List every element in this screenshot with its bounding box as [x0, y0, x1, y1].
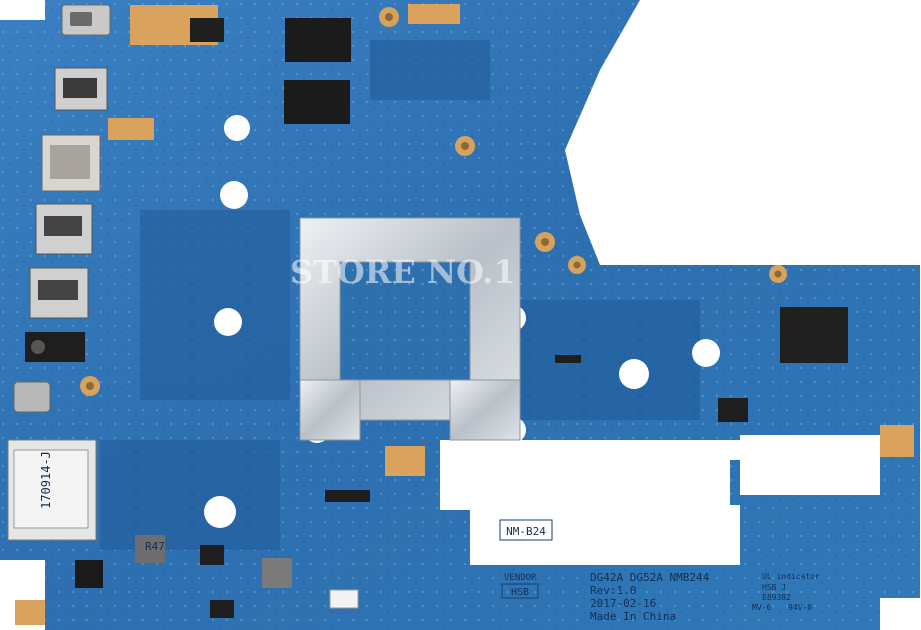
ul-mark: HSB J [762, 583, 786, 592]
ul-indicator: UL indicator [762, 572, 820, 581]
board-cutout [440, 435, 880, 565]
vendor-label: VENDOR [504, 573, 537, 583]
store-watermark: STORE NO.1 [290, 253, 516, 291]
trace-zones [100, 40, 700, 550]
inductor-label: R47 [145, 540, 165, 553]
vendor-code: HSB [511, 587, 529, 598]
cpu-heatsink-bracket [299, 217, 521, 441]
card-reader-label: 170914-J [39, 451, 53, 509]
ul-file: E89382 [762, 593, 791, 602]
ul-rating-1: MV-6 [752, 603, 771, 612]
bottom-connector [329, 589, 359, 609]
screw-rings [80, 7, 787, 396]
left-io-ports: 170914-J [7, 4, 111, 541]
model-tag: NM-B24 [506, 525, 546, 538]
part-numbers: DG42A DG52A NMB244 [590, 571, 710, 584]
ram-chips [190, 18, 351, 124]
revision: Rev:1.0 [590, 584, 636, 597]
manufacture-date: 2017-02-16 [590, 597, 656, 610]
ic-chips [75, 307, 848, 618]
made-in: Made In China [590, 610, 676, 623]
ul-rating-2: 94V-0 [788, 603, 812, 612]
connector-small [13, 381, 51, 413]
